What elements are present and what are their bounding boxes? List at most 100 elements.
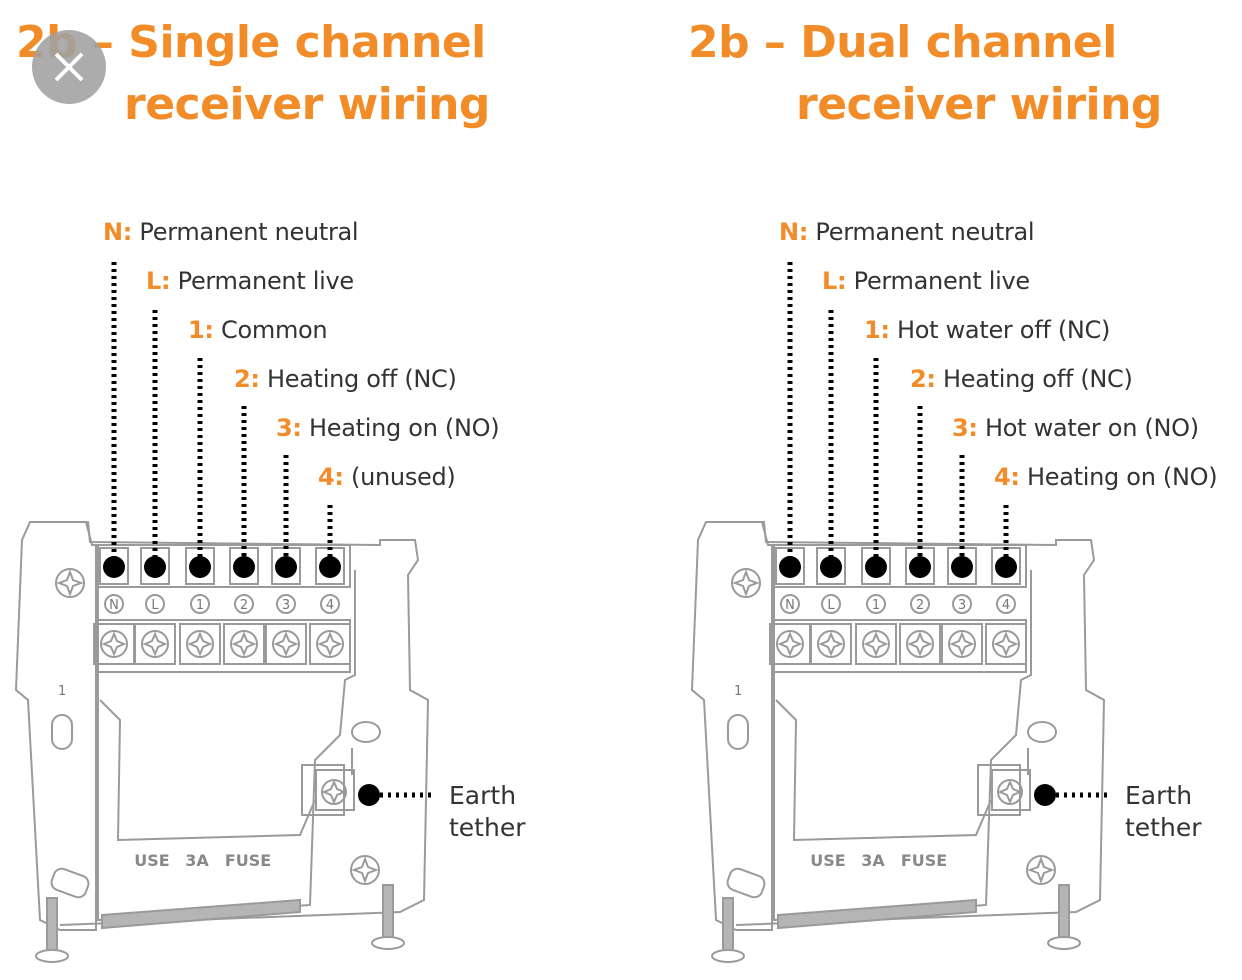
connection-dot-n: [779, 556, 801, 578]
terminal-screw-icon: [186, 630, 214, 658]
terminal-marking-circle: [780, 594, 800, 614]
earth-terminal-housing: [977, 764, 1021, 816]
terminal-key: 4:: [994, 463, 1020, 491]
screw-box: [899, 623, 941, 665]
fuse-label: FUSE: [225, 851, 271, 870]
terminal-description: Heating on (NO): [1019, 463, 1218, 491]
terminal-marking-1: 1: [196, 598, 204, 613]
mounting-slot: [351, 721, 381, 743]
terminal-marking-3: 3: [958, 598, 966, 613]
screw-head: [1047, 936, 1081, 950]
terminal-marking-circle: [276, 594, 296, 614]
dual-title-line1: 2b – Dual channel: [688, 17, 1117, 68]
plate-outer-edge: [30, 521, 430, 926]
bottom-strip: [777, 898, 977, 930]
fuse-label: USE: [810, 851, 845, 870]
fuse-label: USE: [134, 851, 169, 870]
terminal-description: Common: [213, 316, 328, 344]
screw-cross-icon: [777, 631, 803, 657]
terminal-key: 4:: [318, 463, 344, 491]
connection-dot-1: [189, 556, 211, 578]
screw-cross-icon: [907, 631, 933, 657]
dual-earth-tether-label: Earth tether: [1125, 780, 1202, 844]
terminal-key: 1:: [864, 316, 890, 344]
mounting-screw-icon: [350, 855, 380, 885]
terminal-description: Heating on (NO): [301, 414, 500, 442]
mounting-slot: [50, 867, 90, 899]
earth-terminal-housing: [301, 764, 345, 816]
screw-cross-icon: [317, 631, 343, 657]
terminal-screw-icon: [316, 630, 344, 658]
terminal-label-l: L: Permanent live: [146, 267, 354, 295]
terminal-screw-icon: [100, 630, 128, 658]
terminal-key: L:: [822, 267, 847, 295]
screw-box: [941, 623, 983, 665]
terminal-label-3: 3: Hot water on (NO): [952, 414, 1199, 442]
screw-cross-icon: [231, 631, 257, 657]
terminal-key: L:: [146, 267, 171, 295]
terminal-marking-circle: [234, 594, 254, 614]
fixing-screw-icon: [46, 897, 58, 954]
terminal-label-l: L: Permanent live: [822, 267, 1030, 295]
terminal-label-n: N: Permanent neutral: [779, 218, 1035, 246]
terminal-description: (unused): [343, 463, 456, 491]
fixing-screw-icon: [1058, 884, 1070, 941]
screw-head: [371, 936, 405, 950]
terminal-description: Heating off (NC): [935, 365, 1133, 393]
connection-dot-3: [951, 556, 973, 578]
plate-mark: 1: [734, 684, 742, 699]
screw-cross-icon: [142, 631, 168, 657]
terminal-marking-4: 4: [1002, 598, 1010, 613]
terminal-screw-icon: [817, 630, 845, 658]
screw-cross-icon: [993, 631, 1019, 657]
terminal-key: N:: [779, 218, 809, 246]
terminal-description: Hot water off (NC): [889, 316, 1111, 344]
earth-line2: tether: [449, 813, 526, 842]
earth-line1: Earth: [449, 781, 517, 810]
earth-connection-dot: [1034, 784, 1056, 806]
terminal-label-2: 2: Heating off (NC): [234, 365, 457, 393]
screw-head: [711, 949, 745, 963]
terminal-key: 1:: [188, 316, 214, 344]
backplate-outline: [14, 521, 430, 963]
terminal-screw-icon: [992, 630, 1020, 658]
connection-dot-4: [995, 556, 1017, 578]
close-button[interactable]: [32, 30, 106, 104]
terminal-housing: [773, 544, 1027, 588]
dual-title-line2: receiver wiring: [796, 79, 1162, 130]
bottom-strip: [101, 898, 301, 930]
single-title-line2: receiver wiring: [124, 79, 490, 130]
mounting-screw-icon: [55, 568, 85, 598]
terminal-marking-l: L: [151, 598, 159, 613]
terminal-screw-icon: [776, 630, 804, 658]
terminal-marking-circle: [190, 594, 210, 614]
terminal-description: Hot water on (NO): [977, 414, 1199, 442]
fixing-screw-icon: [722, 897, 734, 954]
terminal-marking-2: 2: [240, 598, 248, 613]
backplate-outline: [690, 521, 1106, 963]
terminal-marking-4: 4: [326, 598, 334, 613]
screw-cross-icon: [273, 631, 299, 657]
terminal-marking-circle: [952, 594, 972, 614]
terminal-housing: [97, 544, 351, 588]
terminal-marking-circle: [996, 594, 1016, 614]
screw-cross-icon: [818, 631, 844, 657]
dual-channel-title: 2b – Dual channel receiver wiring: [688, 12, 1162, 136]
terminal-label-4: 4: Heating on (NO): [994, 463, 1218, 491]
connection-dot-l: [820, 556, 842, 578]
screw-cross-icon: [732, 569, 760, 597]
fuse-bay-outline: [99, 699, 316, 842]
terminal-slot: [99, 547, 129, 585]
terminal-key: 3:: [276, 414, 302, 442]
terminal-label-4: 4: (unused): [318, 463, 456, 491]
terminal-key: 2:: [234, 365, 260, 393]
terminal-key: 3:: [952, 414, 978, 442]
connection-dot-l: [144, 556, 166, 578]
screw-cross-icon: [863, 631, 889, 657]
terminal-screw-icon: [230, 630, 258, 658]
screw-cross-icon: [321, 779, 347, 805]
terminal-key: 2:: [910, 365, 936, 393]
terminal-marking-3: 3: [282, 598, 290, 613]
screw-box: [810, 623, 852, 665]
